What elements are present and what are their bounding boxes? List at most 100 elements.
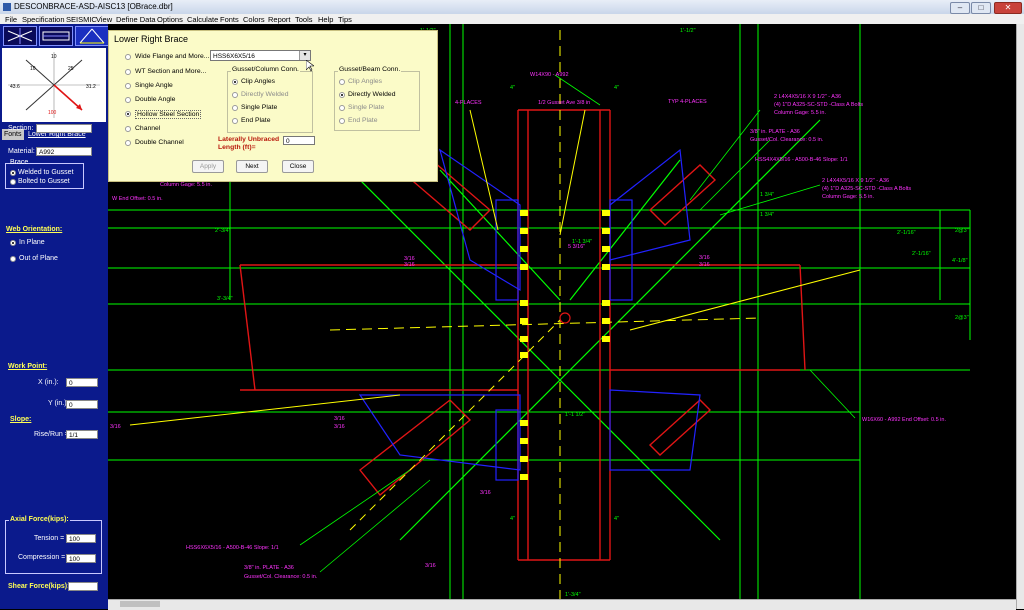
view-thumbnail-1[interactable] bbox=[3, 26, 37, 46]
wt-section-label: WT Section and More... bbox=[135, 68, 207, 75]
menu-specification[interactable]: Specification bbox=[22, 15, 65, 24]
brace-diagram[interactable]: 10 43.6 31.2 100 10 25 bbox=[2, 48, 106, 122]
gb-end-plate-radio[interactable] bbox=[339, 118, 345, 124]
double-angle-radio[interactable] bbox=[125, 97, 131, 103]
minimize-button[interactable]: – bbox=[950, 2, 970, 14]
menu-report[interactable]: Report bbox=[268, 15, 291, 24]
gc-single-plate-radio[interactable] bbox=[232, 105, 238, 111]
label-plate-upper: 3/8" in. PLATE - A36 bbox=[750, 129, 800, 135]
dim-g: 2@3" bbox=[955, 228, 969, 234]
left-panel: 10 43.6 31.2 100 10 25 Fonts Lower Right… bbox=[0, 24, 109, 609]
menu-view[interactable]: View bbox=[96, 15, 113, 24]
label-bolts-right: (4) 1"D A325-SC-STD -Class A Bolts bbox=[822, 186, 911, 192]
menu-file[interactable]: File bbox=[5, 15, 18, 24]
view-thumbnail-2[interactable] bbox=[39, 26, 73, 46]
wt-section-radio[interactable] bbox=[125, 69, 131, 75]
menu-define-data[interactable]: Define Data bbox=[116, 15, 156, 24]
work-point-label: Work Point: bbox=[8, 363, 48, 370]
diagram-value-top: 10 bbox=[51, 54, 57, 60]
gb-single-plate-radio[interactable] bbox=[339, 105, 345, 111]
bolted-to-gusset-radio[interactable] bbox=[10, 179, 16, 185]
axial-force-title: Axial Force(kips): bbox=[9, 516, 70, 523]
web-orientation-label: Web Orientation: bbox=[6, 226, 63, 233]
label-gage-upper: Column Gage: 5.5 in. bbox=[774, 110, 826, 116]
label-hss-upper: HSS4X4X5/16 - A500-B-46 Slope: 1/1 bbox=[755, 157, 848, 163]
dim-h: 2@3" bbox=[955, 315, 969, 321]
material-label: Material: bbox=[8, 148, 35, 155]
weld-d: 3/16 bbox=[699, 262, 710, 268]
double-angle-label: Double Angle bbox=[135, 96, 176, 103]
horizontal-scrollbar[interactable] bbox=[108, 599, 1016, 610]
gc-end-plate-radio[interactable] bbox=[232, 118, 238, 124]
hollow-steel-section-label: Hollow Steel Section bbox=[135, 110, 202, 119]
section-input[interactable] bbox=[36, 124, 92, 133]
section-label: Section: bbox=[8, 125, 34, 132]
in-plane-radio[interactable] bbox=[10, 240, 16, 246]
material-input[interactable]: A992 bbox=[36, 147, 92, 156]
section-size-select[interactable]: HSS6X6X5/16 ▾ bbox=[210, 50, 311, 61]
gc-single-plate-label: Single Plate bbox=[241, 104, 278, 111]
horizontal-scroll-thumb[interactable] bbox=[120, 601, 160, 607]
hollow-steel-section-radio[interactable] bbox=[125, 111, 131, 117]
menu-calculate[interactable]: Calculate bbox=[187, 15, 219, 24]
weld-c: 3/16 bbox=[699, 255, 710, 261]
tab-fonts[interactable]: Fonts bbox=[2, 129, 24, 140]
label-4-places: 4-PLACES bbox=[455, 100, 482, 106]
gb-directly-welded-radio[interactable] bbox=[339, 92, 345, 98]
menu-tips[interactable]: Tips bbox=[338, 15, 352, 24]
bolted-to-gusset-label: Bolted to Gusset bbox=[18, 178, 70, 185]
label-typ-4-places: TYP 4-PLACES bbox=[668, 99, 707, 105]
apply-button[interactable]: Apply bbox=[192, 160, 224, 173]
y-label: Y (in.): bbox=[48, 400, 69, 407]
gb-directly-welded-label: Directly Welded bbox=[348, 91, 396, 98]
welded-to-gusset-radio[interactable] bbox=[10, 170, 16, 176]
menu-options[interactable]: Options bbox=[157, 15, 183, 24]
tension-input[interactable]: 100 bbox=[66, 534, 96, 543]
double-channel-label: Double Channel bbox=[135, 139, 184, 146]
wide-flange-radio[interactable] bbox=[125, 54, 131, 60]
menu-fonts[interactable]: Fonts bbox=[220, 15, 239, 24]
gb-clip-angles-label: Clip Angles bbox=[348, 78, 383, 85]
channel-radio[interactable] bbox=[125, 126, 131, 132]
shear-force-input[interactable] bbox=[68, 582, 98, 591]
label-angle-right: 2 L4X4X5/16 X 9 1/2" - A36 bbox=[822, 178, 889, 184]
gc-end-plate-label: End Plate bbox=[241, 117, 271, 124]
weld-i: 3/16 bbox=[425, 563, 436, 569]
y-input[interactable]: 0 bbox=[66, 400, 98, 409]
view-thumbnail-3[interactable] bbox=[75, 26, 109, 46]
length-ft-label: Length (ft)= bbox=[218, 144, 256, 151]
weld-f: 3/16 bbox=[334, 424, 345, 430]
maximize-button[interactable]: □ bbox=[971, 2, 991, 14]
gc-directly-welded-radio[interactable] bbox=[232, 92, 238, 98]
label-angle-upper: 2 L4X4X5/16 X 9 1/2" - A36 bbox=[774, 94, 841, 100]
dim-m: 4" bbox=[510, 85, 515, 91]
menu-tools[interactable]: Tools bbox=[295, 15, 313, 24]
close-button[interactable]: Close bbox=[282, 160, 314, 173]
in-plane-label: In Plane bbox=[19, 239, 45, 246]
close-window-button[interactable]: ✕ bbox=[994, 2, 1022, 14]
gc-directly-welded-label: Directly Welded bbox=[241, 91, 289, 98]
dim-r: 1 3/4" bbox=[760, 212, 774, 218]
x-input[interactable]: 0 bbox=[66, 378, 98, 387]
gb-clip-angles-radio[interactable] bbox=[339, 79, 345, 85]
rise-run-input[interactable]: 1/1 bbox=[66, 430, 98, 439]
compression-input[interactable]: 100 bbox=[66, 554, 96, 563]
laterally-unbraced-input[interactable]: 0 bbox=[283, 136, 315, 145]
menu-seismic[interactable]: SEISMIC bbox=[66, 15, 97, 24]
weld-g: 3/16 bbox=[110, 424, 121, 430]
menu-help[interactable]: Help bbox=[318, 15, 334, 24]
out-of-plane-radio[interactable] bbox=[10, 256, 16, 262]
mouse-cursor-icon bbox=[306, 60, 314, 72]
menu-colors[interactable]: Colors bbox=[243, 15, 265, 24]
window-title: DESCONBRACE-ASD-AISC13 [OBrace.dbr] bbox=[14, 2, 173, 11]
gc-clip-angles-radio[interactable] bbox=[232, 79, 238, 85]
single-angle-radio[interactable] bbox=[125, 83, 131, 89]
label-bolts-upper: (4) 1"D A325-SC-STD -Class A Bolts bbox=[774, 102, 863, 108]
brace-group bbox=[5, 163, 84, 189]
vertical-scrollbar[interactable] bbox=[1016, 24, 1024, 609]
label-w16-right: W16X60 - A992 End Offset: 0.5 in. bbox=[862, 417, 946, 423]
double-channel-radio[interactable] bbox=[125, 140, 131, 146]
next-button[interactable]: Next bbox=[236, 160, 268, 173]
chevron-down-icon[interactable]: ▾ bbox=[299, 51, 310, 60]
tab-lower-right-brace[interactable]: Lower Right Brace bbox=[26, 129, 88, 140]
